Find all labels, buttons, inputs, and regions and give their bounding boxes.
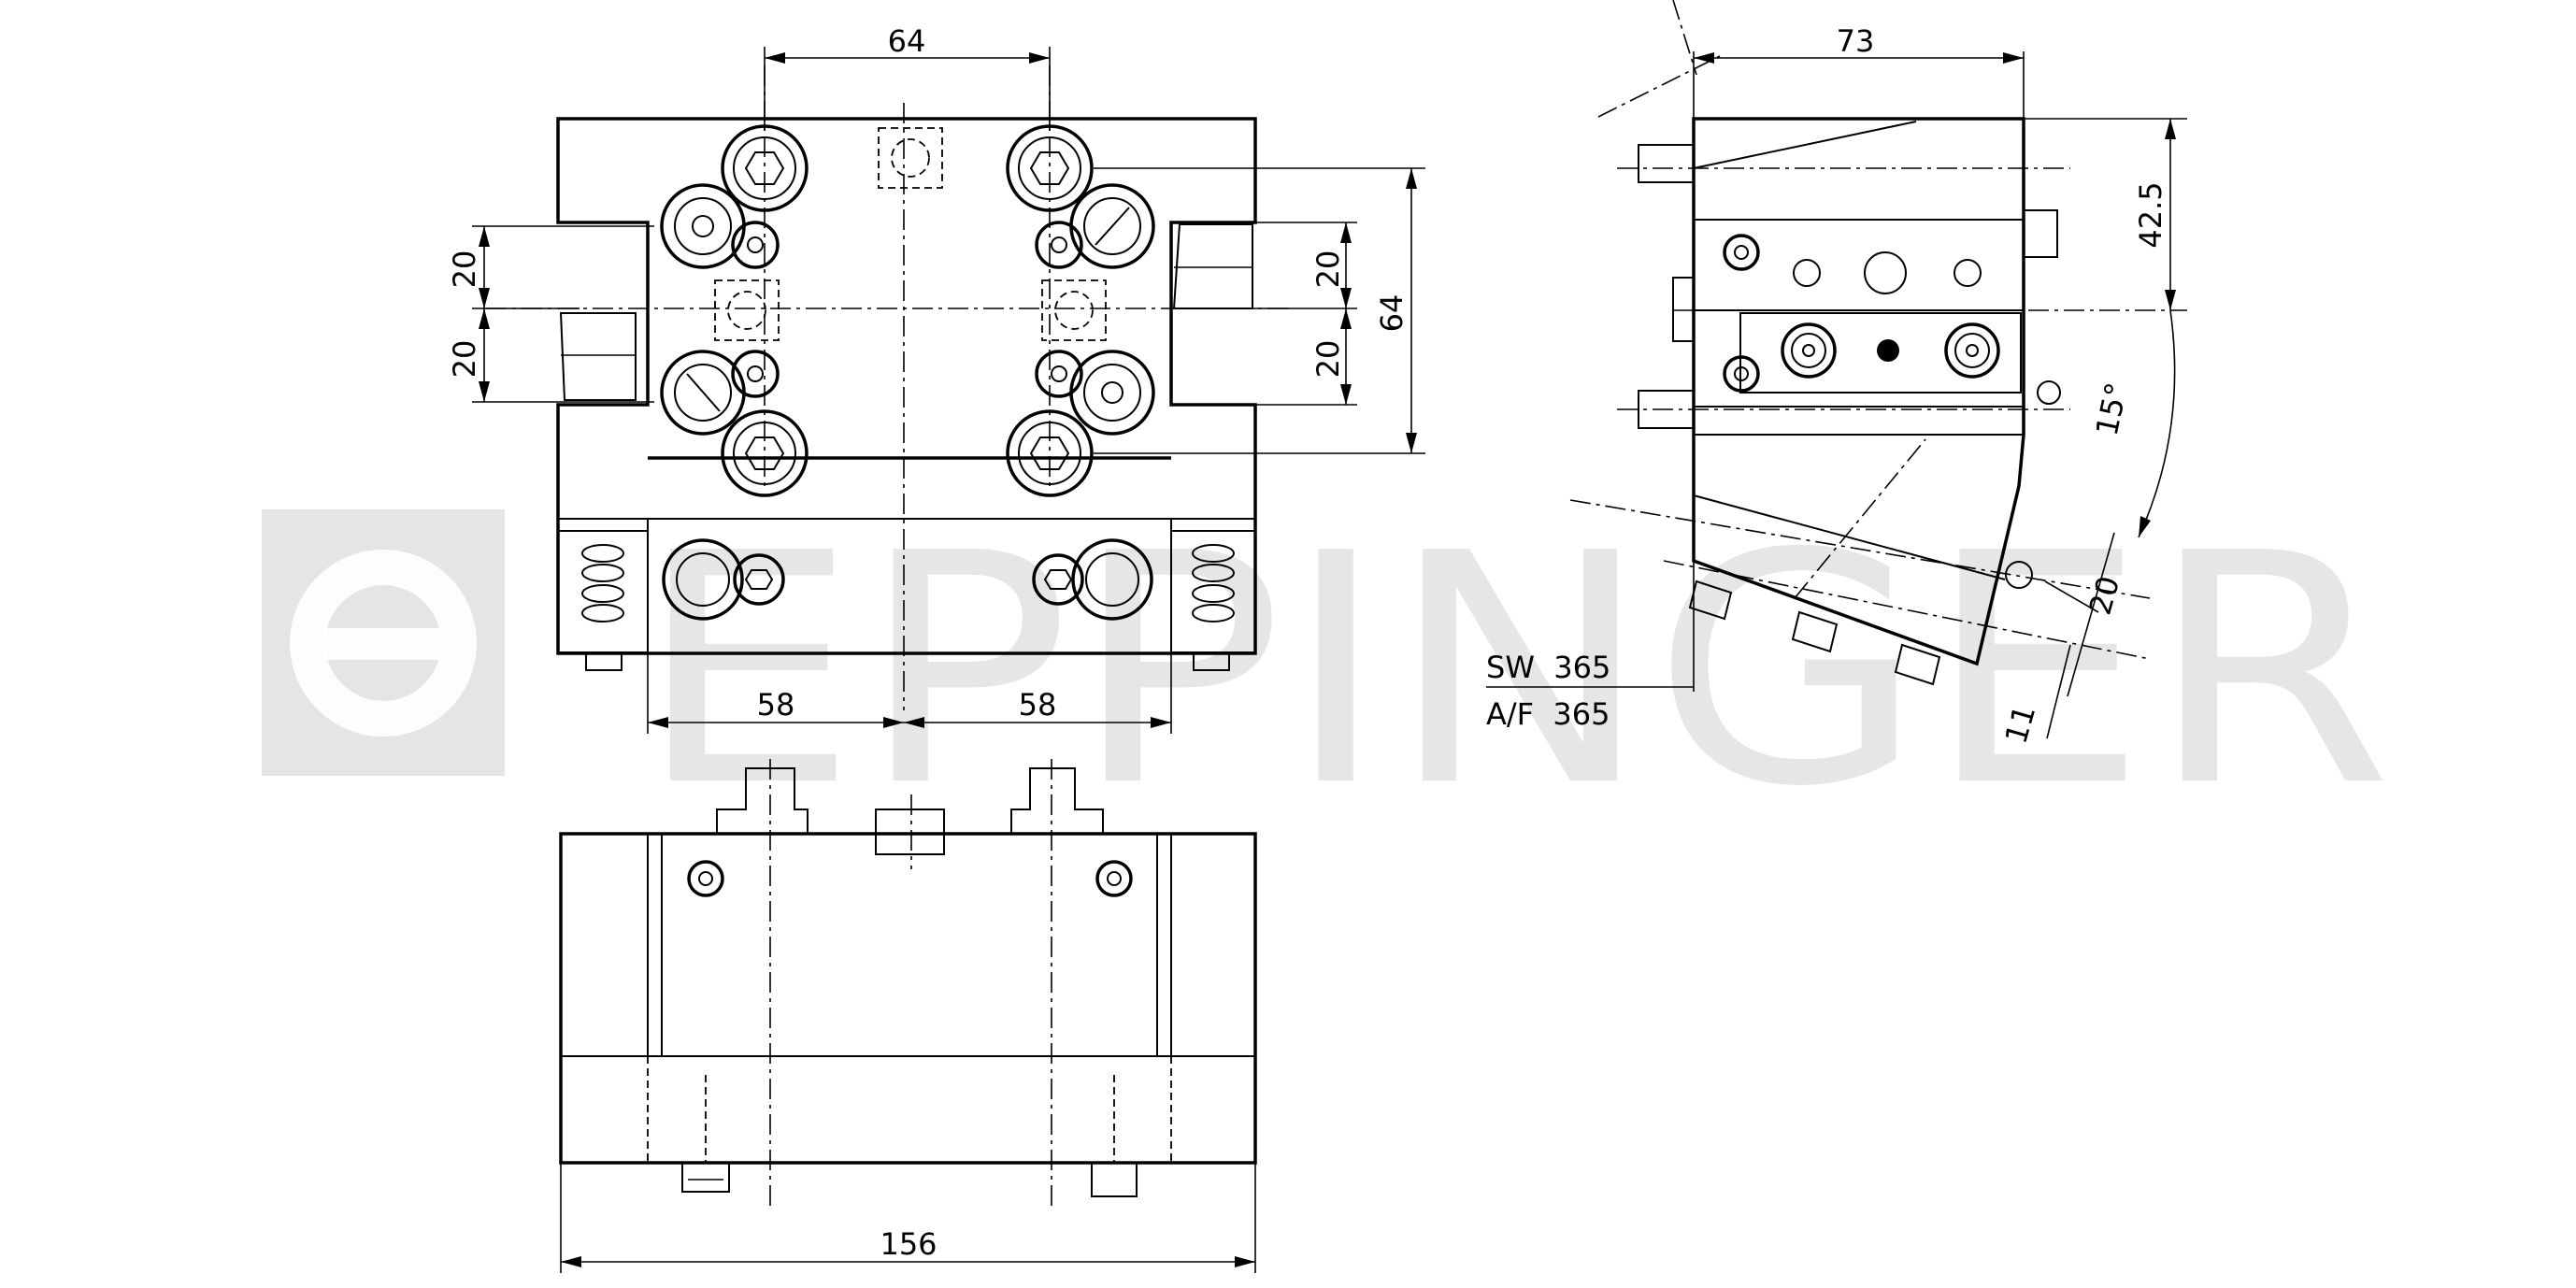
dim-front-height: 64: [1374, 294, 1410, 333]
eccentric-cam-right-lower: [1069, 350, 1155, 436]
front-view: [486, 65, 1290, 710]
dim-front-bottom-right: 58: [1019, 687, 1057, 723]
dim-front-top-width: 64: [888, 23, 926, 59]
wrench-size-sw: SW 365: [1486, 650, 1610, 685]
bottom-view: [559, 759, 1257, 1206]
set-screw-4: [1035, 350, 1083, 398]
socket-screw-bottom-right: [1006, 409, 1094, 497]
eppinger-logo-mark: [262, 509, 505, 776]
dim-front-right-upper: 20: [1310, 250, 1346, 289]
socket-screw-bottom-left: [721, 409, 809, 497]
set-screw-3: [1035, 221, 1083, 269]
dim-front-left-lower: 20: [447, 340, 482, 379]
dim-bottom-total-width: 156: [880, 1226, 937, 1262]
eppinger-watermark: EPPINGER: [262, 486, 2393, 856]
wrench-size-af: A/F 365: [1486, 696, 1610, 732]
eppinger-wordmark: EPPINGER: [636, 486, 2393, 856]
set-screw-2: [731, 350, 780, 398]
eccentric-cam-left-upper: [660, 183, 746, 269]
dim-front-right-lower: 20: [1310, 340, 1346, 379]
set-screw-1: [731, 221, 780, 269]
dim-side-top-width: 73: [1837, 23, 1875, 59]
dim-front-bottom-left: 58: [757, 687, 795, 723]
bottom-view-dimensions: 156: [560, 1163, 1256, 1273]
dim-front-left-upper: 20: [447, 250, 482, 289]
dim-side-height: 42.5: [2133, 181, 2168, 248]
eccentric-cam-left-lower: [660, 350, 746, 436]
front-view-dimensions: 64 20 20 20 20 64 58 58: [447, 23, 1425, 734]
lower-cam-right: [1032, 538, 1153, 621]
dim-side-angle: 15°: [2089, 379, 2135, 438]
eccentric-cam-right-upper: [1069, 183, 1155, 269]
lower-cam-left: [662, 538, 785, 621]
